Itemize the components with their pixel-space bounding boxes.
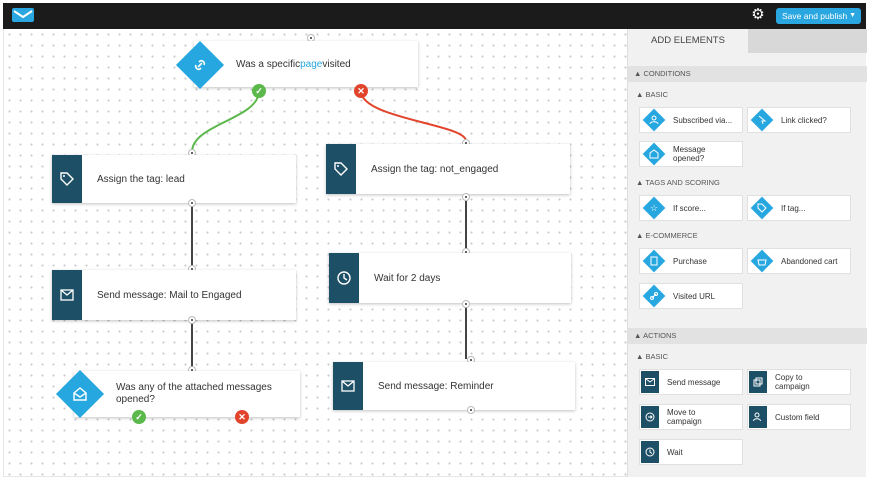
send-message-engaged-text: Send message: Mail to Engaged (97, 289, 242, 301)
element-if-tag[interactable]: If tag... (747, 195, 851, 221)
element-copy-to-campaign[interactable]: Copy to campaign (747, 369, 851, 395)
gear-icon[interactable]: ⚙ (751, 6, 765, 23)
element-visited-url[interactable]: Visited URL (639, 283, 743, 309)
action-send-message-engaged-card[interactable]: Send message: Mail to Engaged (52, 270, 296, 320)
connector-dot[interactable] (188, 199, 196, 207)
wait-text: Wait for 2 days (374, 272, 441, 284)
save-and-publish-label: Save and publish (782, 11, 848, 21)
assign-tag-not-engaged-text: Assign the tag: not_engaged (371, 163, 499, 175)
copy-icon (749, 371, 767, 393)
star-icon: ☆ (649, 202, 659, 213)
condition-messages-opened-card[interactable]: Was any of the attached messages opened? (74, 371, 300, 417)
action-assign-tag-lead-card[interactable]: Assign the tag: lead (52, 155, 296, 203)
connector-dot[interactable] (467, 406, 475, 414)
actions-basic-header[interactable]: ▲ BASIC (636, 352, 669, 361)
arrow-circle-icon (641, 406, 659, 428)
actions-section-header[interactable]: ▲ ACTIONS (628, 328, 867, 344)
user-edit-icon (749, 406, 767, 428)
yes-branch-icon[interactable]: ✓ (252, 84, 266, 98)
element-send-message[interactable]: Send message (639, 369, 743, 395)
tag-icon (326, 144, 356, 194)
tag-icon (52, 155, 82, 203)
envelope-open-icon (63, 377, 97, 411)
chevron-down-icon: ▼ (849, 12, 856, 19)
page-link[interactable]: page (300, 58, 323, 70)
element-message-opened[interactable]: Message opened? (639, 141, 743, 167)
connector-dot[interactable] (462, 193, 470, 201)
envelope-icon (52, 270, 82, 320)
tab-add-elements[interactable]: ADD ELEMENTS (628, 29, 748, 53)
user-icon (646, 112, 662, 128)
assign-tag-lead-text: Assign the tag: lead (97, 173, 185, 185)
ecommerce-header[interactable]: ▲ E-COMMERCE (636, 231, 698, 240)
conditions-basic-header[interactable]: ▲ BASIC (636, 90, 669, 99)
elements-panel: ADD ELEMENTS ▲ CONDITIONS ▲ BASIC Subscr… (627, 29, 867, 477)
tab-secondary[interactable] (748, 29, 867, 53)
tag-icon (754, 200, 770, 216)
element-link-clicked[interactable]: Link clicked? (747, 107, 851, 133)
tags-scoring-header[interactable]: ▲ TAGS AND SCORING (636, 178, 720, 187)
element-purchase[interactable]: Purchase (639, 248, 743, 274)
envelope-open-icon (646, 146, 662, 162)
condition-page-visited-text: Was a specific page visited (236, 58, 351, 70)
element-subscribed-via[interactable]: Subscribed via... (639, 107, 743, 133)
action-assign-tag-not-engaged-card[interactable]: Assign the tag: not_engaged (326, 144, 570, 194)
envelope-icon (333, 362, 363, 410)
connector-lines (191, 90, 467, 369)
element-wait[interactable]: Wait (639, 439, 743, 465)
element-custom-field[interactable]: Custom field (747, 404, 851, 430)
link-icon (646, 288, 662, 304)
send-message-reminder-text: Send message: Reminder (378, 380, 494, 392)
no-branch-icon[interactable]: ✕ (354, 84, 368, 98)
clock-icon (641, 441, 659, 463)
connector-dot[interactable] (188, 316, 196, 324)
save-and-publish-button[interactable]: Save and publish ▼ (776, 8, 861, 24)
cursor-icon (754, 112, 770, 128)
no-branch-icon[interactable]: ✕ (235, 410, 249, 424)
conditions-section-header[interactable]: ▲ CONDITIONS (628, 66, 867, 82)
clock-icon (329, 253, 359, 303)
top-bar: ⚙ Save and publish ▼ (3, 3, 866, 29)
yes-branch-icon[interactable]: ✓ (132, 410, 146, 424)
workflow-canvas[interactable]: Was a specific page visited ✓ ✕ Assign t… (3, 29, 627, 477)
connector-dot[interactable] (462, 300, 470, 308)
action-send-message-reminder-card[interactable]: Send message: Reminder (333, 362, 575, 410)
element-move-to-campaign[interactable]: Move to campaign (639, 404, 743, 430)
envelope-logo[interactable] (11, 6, 35, 24)
condition-page-visited-card[interactable]: Was a specific page visited (194, 41, 418, 87)
panel-tabs: ADD ELEMENTS (628, 29, 867, 53)
receipt-icon (646, 253, 662, 269)
element-abandoned-cart[interactable]: Abandoned cart (747, 248, 851, 274)
link-icon (183, 48, 217, 82)
action-wait-card[interactable]: Wait for 2 days (329, 253, 571, 303)
basket-icon (754, 253, 770, 269)
condition-messages-opened-text: Was any of the attached messages opened? (116, 382, 272, 405)
envelope-icon (641, 371, 659, 393)
element-if-score[interactable]: ☆ If score... (639, 195, 743, 221)
